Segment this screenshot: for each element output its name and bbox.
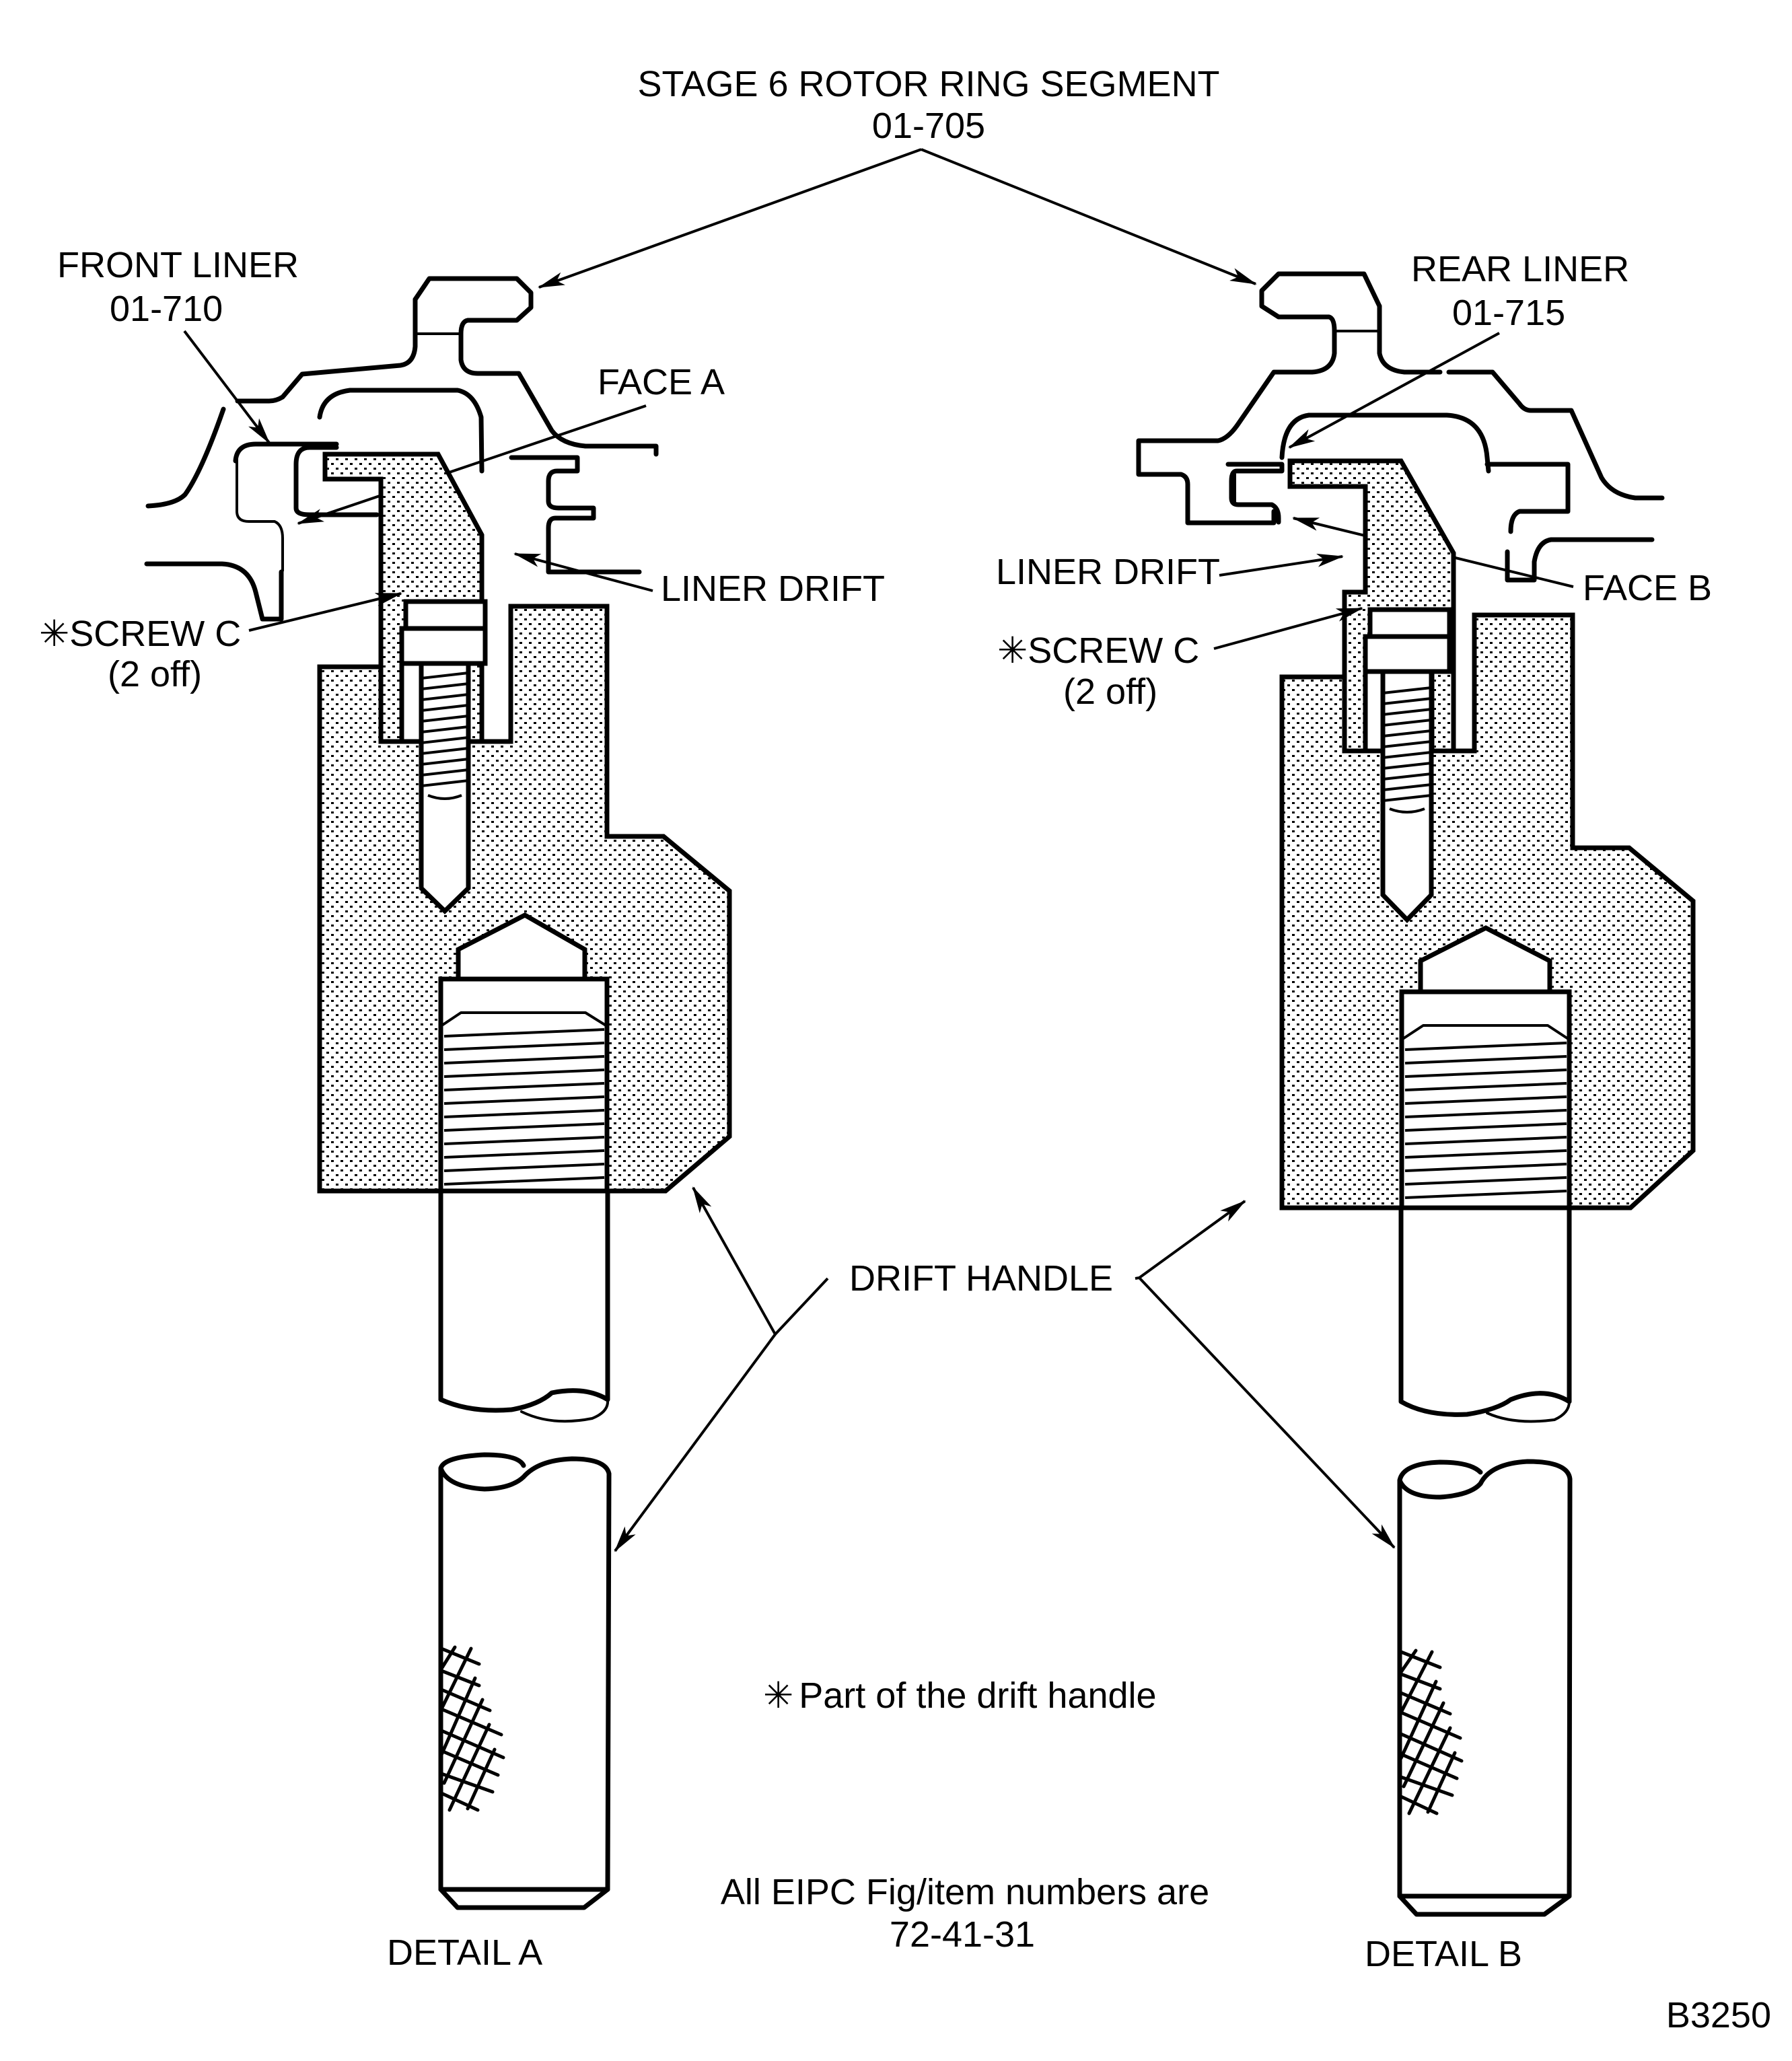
screw-c-b-head xyxy=(1363,634,1452,674)
front-liner-inner-a xyxy=(236,454,284,572)
knurled-grip-b xyxy=(1399,1649,1464,1815)
handle-chamfer-b xyxy=(1400,1024,1571,1041)
housing-arch-b xyxy=(1279,412,1491,474)
drift-handle-callout: DRIFT HANDLE xyxy=(614,1186,1396,1552)
handle-break-lower-a xyxy=(438,1452,526,1471)
drift-handle-leader-b-shaft xyxy=(1138,1276,1396,1549)
handle-end-chamfer-a xyxy=(438,1887,610,1910)
drift-handle-leader-a-shaft xyxy=(614,1333,777,1552)
liner-drift-label-b: LINER DRIFT xyxy=(996,552,1220,592)
housing-top-a xyxy=(583,443,659,457)
front-liner-part-number: 01-710 xyxy=(110,289,223,329)
liner-drift-label-a: LINER DRIFT xyxy=(661,569,885,609)
handle-shaft-upper-a xyxy=(438,1188,610,1413)
eipc-note-line-1: All EIPC Fig/item numbers are xyxy=(721,1872,1209,1912)
eipc-note-line-2: 72-41-31 xyxy=(890,1914,1035,1955)
face-a-leader xyxy=(297,404,647,525)
casing-right-b xyxy=(1446,369,1665,501)
face-b-label: FACE B xyxy=(1583,568,1712,608)
front-liner-cup-a xyxy=(293,445,380,517)
casing-curve-a-left xyxy=(145,406,226,509)
screw-c-a-shank xyxy=(419,661,471,914)
rotor-ring-leader-arrows xyxy=(538,148,1257,289)
leader-arrow-right xyxy=(921,148,1257,285)
screw-c-b xyxy=(1363,607,1452,924)
screw-c-b-head-top xyxy=(1367,607,1452,639)
rear-liner-label: REAR LINER xyxy=(1411,249,1629,289)
screw-qty-label-a: (2 off) xyxy=(108,654,202,694)
handle-shaft-upper-b xyxy=(1398,1205,1572,1417)
handle-chamfer-a xyxy=(439,1011,608,1027)
footnote-text: Part of the drift handle xyxy=(799,1675,1156,1716)
rear-liner-part-number: 01-715 xyxy=(1452,293,1565,333)
title-label: STAGE 6 ROTOR RING SEGMENT 01-705 xyxy=(637,64,1219,146)
title-line-2: 01-705 xyxy=(872,106,985,146)
figure-id: B3250 xyxy=(1666,1995,1771,2035)
handle-threads-a xyxy=(443,1028,605,1186)
rotor-ring-segment-a xyxy=(413,276,588,449)
leader-arrow-left xyxy=(538,148,922,289)
detail-a-label: DETAIL A xyxy=(387,1932,542,1973)
face-a-label: FACE A xyxy=(598,362,725,402)
asterisk-icon: ✳ xyxy=(997,630,1028,671)
handle-break-upper-b xyxy=(1486,1400,1571,1423)
knurled-grip-a xyxy=(439,1645,505,1812)
detail-b: REAR LINER 01-715 FACE B xyxy=(996,249,1712,1974)
asterisk-icon: ✳ xyxy=(39,614,69,654)
rear-liner-cup-b xyxy=(1225,462,1285,525)
screw-c-leader-b xyxy=(1213,607,1363,650)
screw-c-leader-a xyxy=(248,592,402,632)
casing-lower-a-left xyxy=(144,561,284,622)
rotor-ring-segment-a-left xyxy=(235,297,418,404)
drift-handle-leader-b-body xyxy=(1135,1200,1246,1280)
screw-c-label-b: ✳SCREW C xyxy=(997,630,1199,671)
screw-c-label-a-text: SCREW C xyxy=(69,614,241,654)
detail-a: FRONT LINER 01-710 FACE A xyxy=(39,245,885,1973)
front-liner-label: FRONT LINER xyxy=(57,245,299,285)
screw-c-label-a: ✳SCREW C xyxy=(39,614,241,654)
handle-break-lower-b xyxy=(1397,1459,1483,1483)
handle-shaft-lower-a xyxy=(438,1456,612,1892)
screw-c-a-threads xyxy=(421,672,469,800)
screw-c-label-b-text: SCREW C xyxy=(1028,630,1199,671)
liner-drift-leader-a xyxy=(513,552,653,592)
screw-c-a-head xyxy=(399,626,488,666)
drift-handle-leader-a-body xyxy=(692,1186,829,1337)
screw-c-a xyxy=(399,599,488,914)
handle-shaft-lower-b xyxy=(1397,1459,1573,1899)
screw-c-a-head-top xyxy=(403,599,488,631)
screw-qty-label-b: (2 off) xyxy=(1063,672,1157,712)
drift-handle-label: DRIFT HANDLE xyxy=(849,1258,1113,1299)
screw-c-b-threads xyxy=(1382,686,1432,813)
detail-b-label: DETAIL B xyxy=(1365,1934,1522,1974)
front-liner-leader xyxy=(183,330,271,444)
handle-threads-b xyxy=(1404,1042,1567,1199)
rotor-ring-segment-b xyxy=(1136,271,1382,526)
housing-arch-a xyxy=(317,388,485,474)
liner-drift-leader-b xyxy=(1219,553,1344,577)
handle-break-upper-a xyxy=(520,1398,610,1423)
housing-flange-a xyxy=(509,455,642,575)
title-line-1: STAGE 6 ROTOR RING SEGMENT xyxy=(637,64,1219,104)
casing-lower-b-right xyxy=(1505,537,1655,583)
footnote: ✳Part of the drift handle xyxy=(763,1675,1157,1716)
rear-liner-cup-b-right xyxy=(1484,462,1571,534)
rear-liner-leader xyxy=(1288,332,1500,449)
rotor-ring-segment-b-right xyxy=(1377,303,1443,375)
handle-end-chamfer-b xyxy=(1397,1893,1572,1917)
liner-drift-b xyxy=(1287,458,1456,754)
asterisk-icon: ✳ xyxy=(763,1675,793,1716)
